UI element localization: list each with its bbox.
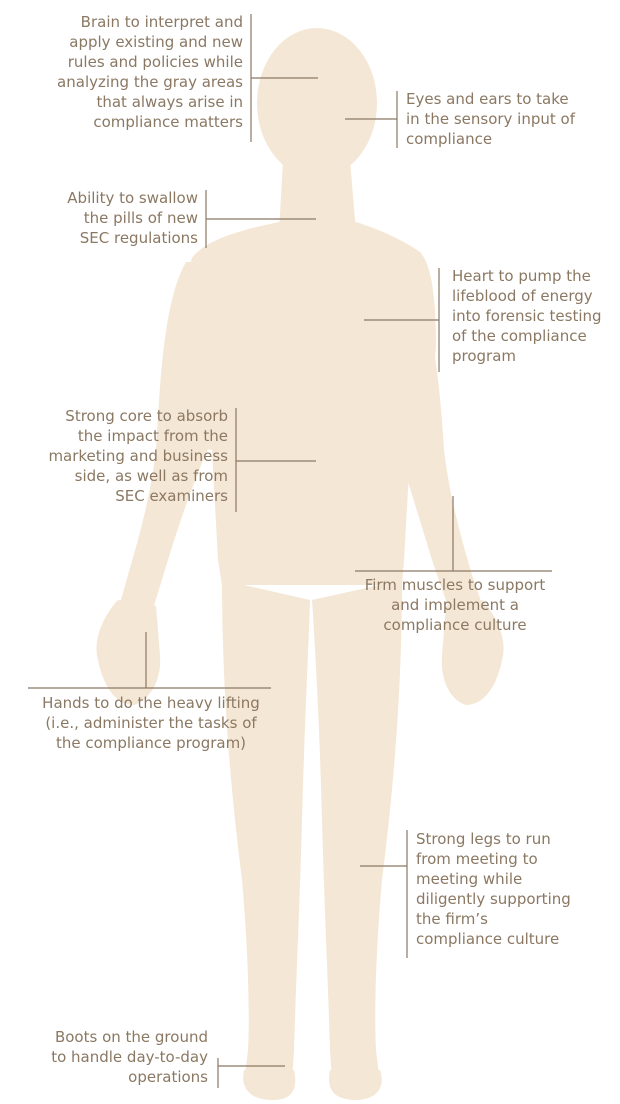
boots-label: Boots on the ground to handle day-to-day…: [51, 1027, 208, 1087]
hands-label: Hands to do the heavy lifting (i.e., adm…: [28, 693, 274, 753]
core-label: Strong core to absorb the impact from th…: [48, 406, 228, 506]
swallow-label: Ability to swallow the pills of new SEC …: [67, 188, 198, 248]
heart-label: Heart to pump the lifeblood of energy in…: [452, 266, 602, 366]
brain-label: Brain to interpret and apply existing an…: [57, 12, 243, 132]
legs-label: Strong legs to run from meeting to meeti…: [416, 829, 571, 949]
eyes-label: Eyes and ears to take in the sensory inp…: [406, 89, 575, 149]
muscles-label: Firm muscles to support and implement a …: [360, 575, 550, 635]
